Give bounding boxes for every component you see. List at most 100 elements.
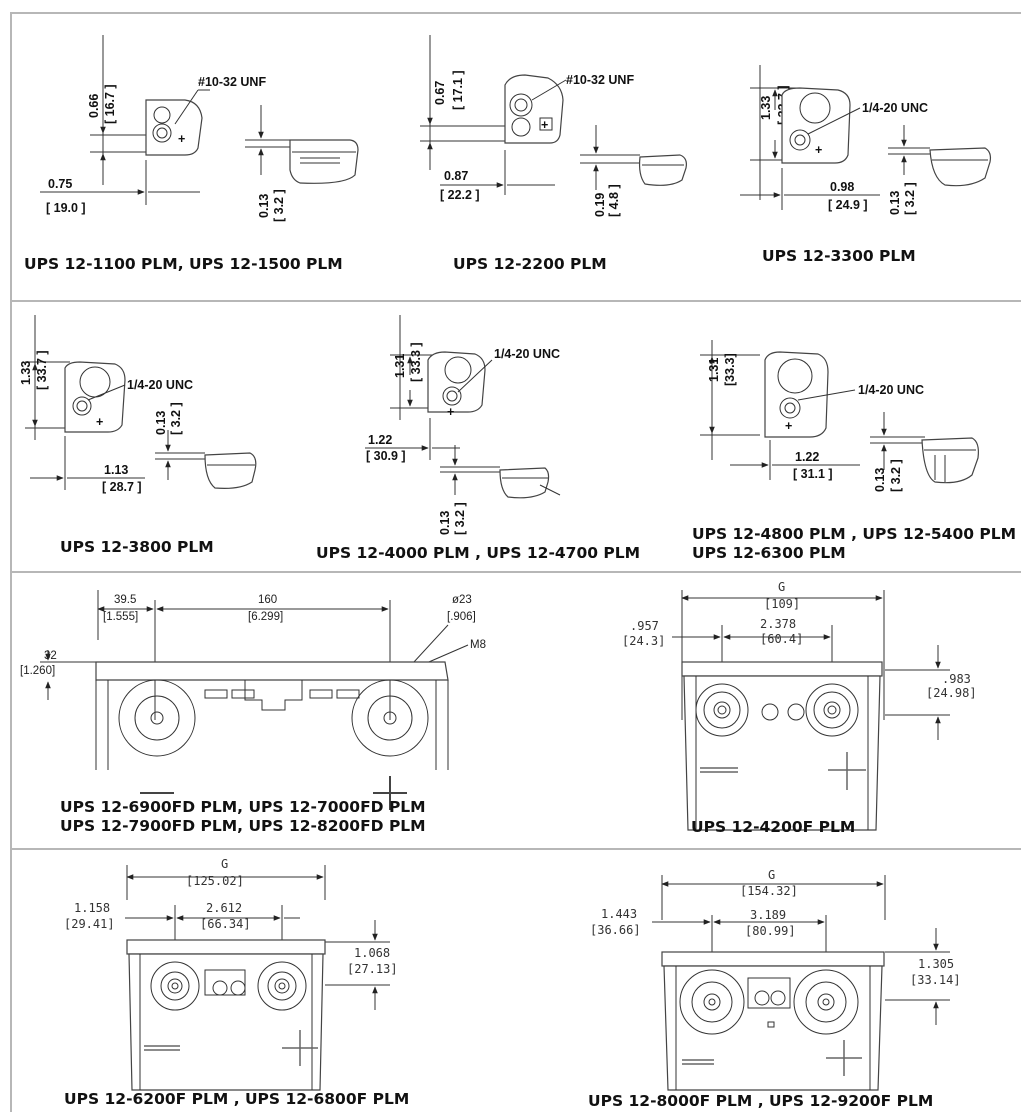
p1-thread: #10-32 UNF bbox=[198, 75, 266, 89]
p9-h: 1.068 bbox=[354, 946, 390, 960]
p1-plus: + bbox=[178, 132, 185, 146]
p5-thread: 1/4-20 UNC bbox=[494, 347, 560, 361]
p9-b: 2.612 bbox=[206, 901, 242, 915]
p9-bmm: [66.34] bbox=[200, 917, 251, 931]
p7-dia: ø23 bbox=[452, 594, 472, 606]
p8-a: .957 bbox=[630, 619, 659, 633]
panel-1-drawing: 0.66 [ 16.7 ] + #10-32 UNF 0.75 [ 19.0 ]… bbox=[40, 35, 359, 222]
caption-ups-12-4200f: UPS 12-4200F PLM bbox=[691, 818, 856, 836]
caption-ups-12-6900fd-line1: UPS 12-6900FD PLM, UPS 12-7000FD PLM bbox=[60, 798, 426, 816]
p5-h: 1.22 bbox=[368, 433, 392, 447]
p7-a: 39.5 bbox=[114, 594, 136, 606]
p4-tmm: [ 3.2 ] bbox=[169, 402, 183, 435]
p1-tmm: [ 3.2 ] bbox=[272, 189, 286, 222]
p4-v: 1.33 bbox=[19, 361, 33, 385]
p10-h: 1.305 bbox=[918, 957, 954, 971]
p6-h: 1.22 bbox=[795, 450, 819, 464]
caption-ups-12-6200f-6800f: UPS 12-6200F PLM , UPS 12-6800F PLM bbox=[64, 1090, 410, 1108]
p2-h: 0.87 bbox=[444, 169, 468, 183]
p4-hmm: [ 28.7 ] bbox=[102, 480, 142, 494]
p8-gmm: [109] bbox=[764, 597, 800, 611]
p4-t: 0.13 bbox=[154, 411, 168, 435]
caption-ups-12-3800: UPS 12-3800 PLM bbox=[60, 538, 214, 556]
p3-t: 0.13 bbox=[888, 191, 902, 215]
p2-v: 0.67 bbox=[433, 81, 447, 105]
p9-a: 1.158 bbox=[74, 901, 110, 915]
panel-8-drawing: G [109] .957 [24.3] 2.378 [60.4] .983 [2… bbox=[622, 580, 977, 831]
p9-amm: [29.41] bbox=[64, 917, 115, 931]
p3-v: 1.33 bbox=[759, 96, 773, 120]
p5-hmm: [ 30.9 ] bbox=[366, 449, 406, 463]
p6-hmm: [ 31.1 ] bbox=[793, 467, 833, 481]
caption-ups-12-8000f-9200f: UPS 12-8000F PLM , UPS 12-9200F PLM bbox=[588, 1092, 934, 1110]
p7-amm: [1.555] bbox=[103, 611, 138, 623]
panel-2-drawing: 0.67 [ 17.1 ] + #10-32 UNF 0.87 [ 22.2 ]… bbox=[420, 35, 687, 217]
p3-hmm: [ 24.9 ] bbox=[828, 198, 868, 212]
p5-vmm: [ 33.3 ] bbox=[409, 342, 423, 382]
p1-v: 0.66 bbox=[87, 94, 101, 118]
p2-plus: + bbox=[541, 118, 548, 132]
p6-vmm: [33.3] bbox=[723, 353, 737, 386]
panel-7-drawing: 39.5 [1.555] 160 [6.299] ø23 [.906] M8 3… bbox=[20, 590, 486, 810]
caption-ups-12-7900fd-line2: UPS 12-7900FD PLM, UPS 12-8200FD PLM bbox=[60, 817, 426, 835]
p9-hmm: [27.13] bbox=[347, 962, 398, 976]
p5-v: 1.31 bbox=[393, 354, 407, 378]
p8-h: .983 bbox=[942, 672, 971, 686]
p3-plus: + bbox=[815, 143, 822, 157]
p5-plus: + bbox=[447, 405, 454, 419]
panel-4-drawing: 1.33 [ 33.7 ] + 1/4-20 UNC 1.13 [ 28.7 ]… bbox=[19, 315, 257, 494]
panel-6-drawing: 1.31 [33.3] + 1/4-20 UNC 1.22 [ 31.1 ] 0… bbox=[700, 340, 979, 492]
row-divider-1 bbox=[10, 300, 1021, 302]
panel-10-drawing: G [154.32] 1.443 [36.66] 3.189 [80.99] 1… bbox=[590, 868, 961, 1091]
p3-thread: 1/4-20 UNC bbox=[862, 101, 928, 115]
p2-tmm: [ 4.8 ] bbox=[607, 184, 621, 217]
p4-plus: + bbox=[96, 415, 103, 429]
p4-vmm: [ 33.7 ] bbox=[35, 350, 49, 390]
panel-3-drawing: 1.33 [ 33.7 ] + 1/4-20 UNC 0.98 [ 24.9 ]… bbox=[740, 65, 992, 215]
p10-amm: [36.66] bbox=[590, 923, 641, 937]
p6-tmm: [ 3.2 ] bbox=[889, 459, 903, 492]
caption-ups-12-4800-5400-line1: UPS 12-4800 PLM , UPS 12-5400 PLM , bbox=[692, 525, 1021, 543]
p5-tmm: [ 3.2 ] bbox=[453, 502, 467, 535]
p4-thread: 1/4-20 UNC bbox=[127, 378, 193, 392]
p10-a: 1.443 bbox=[601, 907, 637, 921]
p1-t: 0.13 bbox=[257, 194, 271, 218]
p9-gmm: [125.02] bbox=[186, 874, 244, 888]
p2-thread: #10-32 UNF bbox=[566, 73, 634, 87]
caption-ups-12-6300-line2: UPS 12-6300 PLM bbox=[692, 544, 846, 562]
caption-ups-12-3300: UPS 12-3300 PLM bbox=[762, 247, 916, 265]
p9-g: G bbox=[221, 857, 228, 871]
p5-t: 0.13 bbox=[438, 511, 452, 535]
p1-vmm: [ 16.7 ] bbox=[103, 84, 117, 124]
p4-h: 1.13 bbox=[104, 463, 128, 477]
p2-vmm: [ 17.1 ] bbox=[451, 70, 465, 110]
caption-ups-12-1100-1500: UPS 12-1100 PLM, UPS 12-1500 PLM bbox=[24, 255, 343, 273]
p8-hmm: [24.98] bbox=[926, 686, 977, 700]
p8-amm: [24.3] bbox=[622, 634, 665, 648]
p8-bmm: [60.4] bbox=[760, 632, 803, 646]
p10-b: 3.189 bbox=[750, 908, 786, 922]
row-divider-2 bbox=[10, 571, 1021, 573]
panel-9-drawing: G [125.02] 1.158 [29.41] 2.612 [66.34] 1… bbox=[64, 857, 398, 1091]
p1-h: 0.75 bbox=[48, 177, 72, 191]
p2-hmm: [ 22.2 ] bbox=[440, 188, 480, 202]
p6-v: 1.31 bbox=[707, 358, 721, 382]
p10-g: G bbox=[768, 868, 775, 882]
p7-b: 160 bbox=[258, 594, 277, 606]
p8-g: G bbox=[778, 580, 785, 594]
p10-hmm: [33.14] bbox=[910, 973, 961, 987]
row-divider-3 bbox=[10, 848, 1021, 850]
sheet-frame bbox=[10, 12, 1021, 1112]
p6-thread: 1/4-20 UNC bbox=[858, 383, 924, 397]
p7-diamm: [.906] bbox=[447, 611, 476, 623]
panel-5-drawing: 1.31 [ 33.3 ] + 1/4-20 UNC 1.22 [ 30.9 ]… bbox=[365, 315, 561, 535]
caption-ups-12-4000-4700: UPS 12-4000 PLM , UPS 12-4700 PLM bbox=[316, 544, 641, 562]
p10-bmm: [80.99] bbox=[745, 924, 796, 938]
p2-t: 0.19 bbox=[593, 193, 607, 217]
caption-ups-12-2200: UPS 12-2200 PLM bbox=[453, 255, 607, 273]
p8-b: 2.378 bbox=[760, 617, 796, 631]
p7-h: 32 bbox=[44, 650, 57, 662]
p10-gmm: [154.32] bbox=[740, 884, 798, 898]
